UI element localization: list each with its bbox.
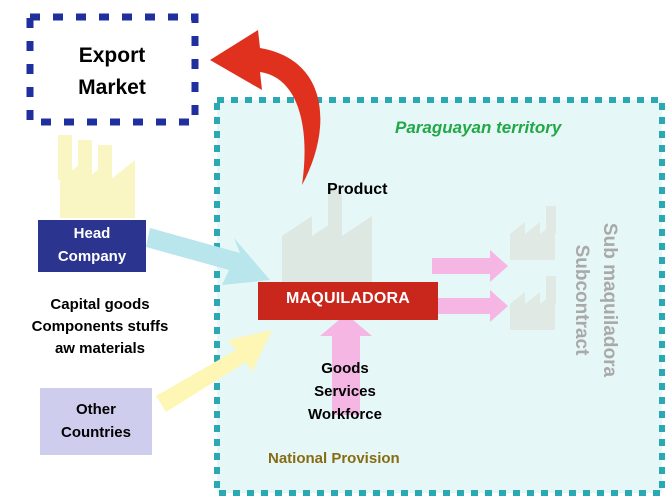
export-market-label: Export Market <box>78 44 146 99</box>
national-provision-arrow <box>320 314 372 415</box>
head-company-label: Head Company <box>57 225 127 265</box>
maquiladora-label: MAQUILADORA <box>286 290 410 307</box>
national-provision-label: National Provision <box>268 450 400 467</box>
maquiladora-factory-icon <box>282 190 372 282</box>
head-company-box <box>38 220 146 272</box>
head-company-factory-icon <box>58 135 135 218</box>
sub-maquiladora-arrows <box>432 250 508 322</box>
other-countries-box <box>40 388 152 455</box>
sub-maquiladora-text: Sub maquiladora <box>599 222 620 378</box>
curved-arrow-icon <box>210 30 321 185</box>
goods-services-workforce-label: Goods Services Workforce <box>308 360 382 423</box>
sub-maquiladora-factory-icon <box>510 206 556 330</box>
maquiladora-box <box>258 282 438 320</box>
other-to-maquiladora-arrow <box>156 330 272 412</box>
paraguayan-territory-label: Paraguayan territory <box>395 118 562 137</box>
head-to-maquiladora-arrow <box>146 228 270 285</box>
export-market-border <box>26 13 199 126</box>
product-label: Product <box>327 181 388 198</box>
other-countries-label: Other Countries <box>60 401 131 441</box>
subcontract-text: Subcontract <box>571 244 592 356</box>
